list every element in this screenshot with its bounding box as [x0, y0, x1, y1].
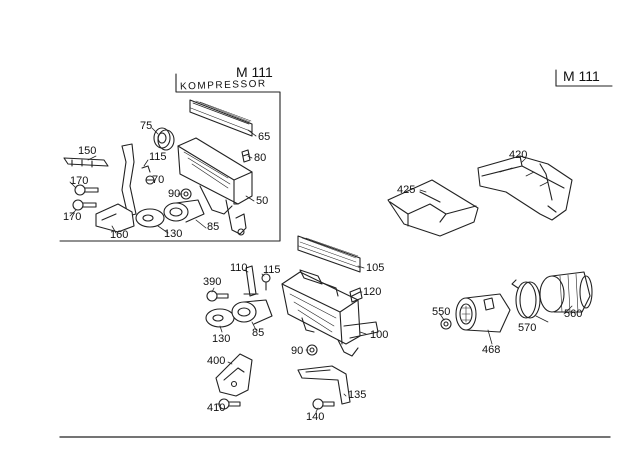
- callout-410: 410: [207, 402, 226, 414]
- inset-bracket-115: [121, 143, 151, 217]
- model-label-inset: M 111: [236, 64, 273, 80]
- callout-105: 105: [366, 262, 385, 274]
- callout-90-inset: 90: [168, 188, 181, 200]
- bracket-135: [297, 365, 351, 405]
- callout-135: 135: [348, 389, 367, 401]
- callout-170-upper: 170: [70, 175, 89, 187]
- inset-airbox-housing-50: [177, 137, 253, 236]
- callout-85: 85: [252, 327, 265, 339]
- cover-425: [387, 179, 479, 237]
- callout-120: 120: [363, 286, 382, 298]
- callout-570: 570: [518, 322, 537, 334]
- seal-550: [440, 318, 452, 330]
- screw-140: [312, 398, 335, 410]
- airbox-housing-100: [281, 269, 379, 357]
- callout-110: 110: [230, 262, 248, 274]
- hose-clamp-570: [511, 279, 541, 319]
- callout-468: 468: [482, 344, 501, 356]
- callout-550: 550: [432, 306, 451, 318]
- callout-425: 425: [397, 184, 416, 196]
- model-label-right: M 111: [563, 68, 600, 84]
- filter-element-105: [297, 235, 361, 273]
- callout-85-inset: 85: [207, 221, 220, 233]
- callout-130: 130: [212, 333, 231, 345]
- inset-hose-150: [63, 157, 109, 168]
- leader-lines: [69, 127, 573, 413]
- damper-130-lower: [205, 308, 235, 328]
- inset-grommet-90: [180, 188, 192, 200]
- callout-160: 160: [110, 229, 129, 241]
- callout-90: 90: [291, 345, 304, 357]
- screw-115: [261, 273, 271, 291]
- inset-bracket-160: [95, 203, 135, 233]
- callout-150: 150: [78, 145, 97, 157]
- mass-airflow-sensor-468: [455, 293, 511, 333]
- screw-390: [206, 290, 229, 302]
- duct-85-lower: [231, 299, 273, 325]
- clip-120: [349, 287, 363, 303]
- inset-filter-element-65: [189, 99, 253, 137]
- bracket-110: [243, 265, 259, 297]
- inset-damper-130: [135, 208, 165, 228]
- inset-bolt-170-upper: [74, 184, 99, 196]
- inset-bolt-170-lower: [72, 199, 97, 211]
- callout-70: 70: [152, 174, 165, 186]
- callout-50: 50: [256, 195, 269, 207]
- callout-65: 65: [258, 131, 271, 143]
- callout-100: 100: [370, 329, 389, 341]
- callout-390: 390: [203, 276, 222, 288]
- callout-130-inset: 130: [164, 228, 183, 240]
- callout-400: 400: [207, 355, 226, 367]
- inset-clip-80: [241, 149, 251, 163]
- callout-560: 560: [564, 308, 583, 320]
- callout-75: 75: [140, 120, 153, 132]
- cover-420: [477, 155, 573, 221]
- callout-115-inset: 115: [149, 151, 167, 163]
- inset-intake-ring-75: [153, 127, 175, 151]
- inset-duct-85: [163, 199, 205, 223]
- grommet-90-lower: [306, 344, 318, 356]
- callout-420: 420: [509, 149, 528, 161]
- callout-140: 140: [306, 411, 325, 423]
- callout-80: 80: [254, 152, 267, 164]
- callout-170-lower: 170: [63, 211, 82, 223]
- intake-hose-560: [539, 271, 593, 313]
- kompressor-inset-frame: [59, 73, 281, 242]
- bracket-400: [215, 353, 253, 397]
- callout-115: 115: [263, 264, 281, 276]
